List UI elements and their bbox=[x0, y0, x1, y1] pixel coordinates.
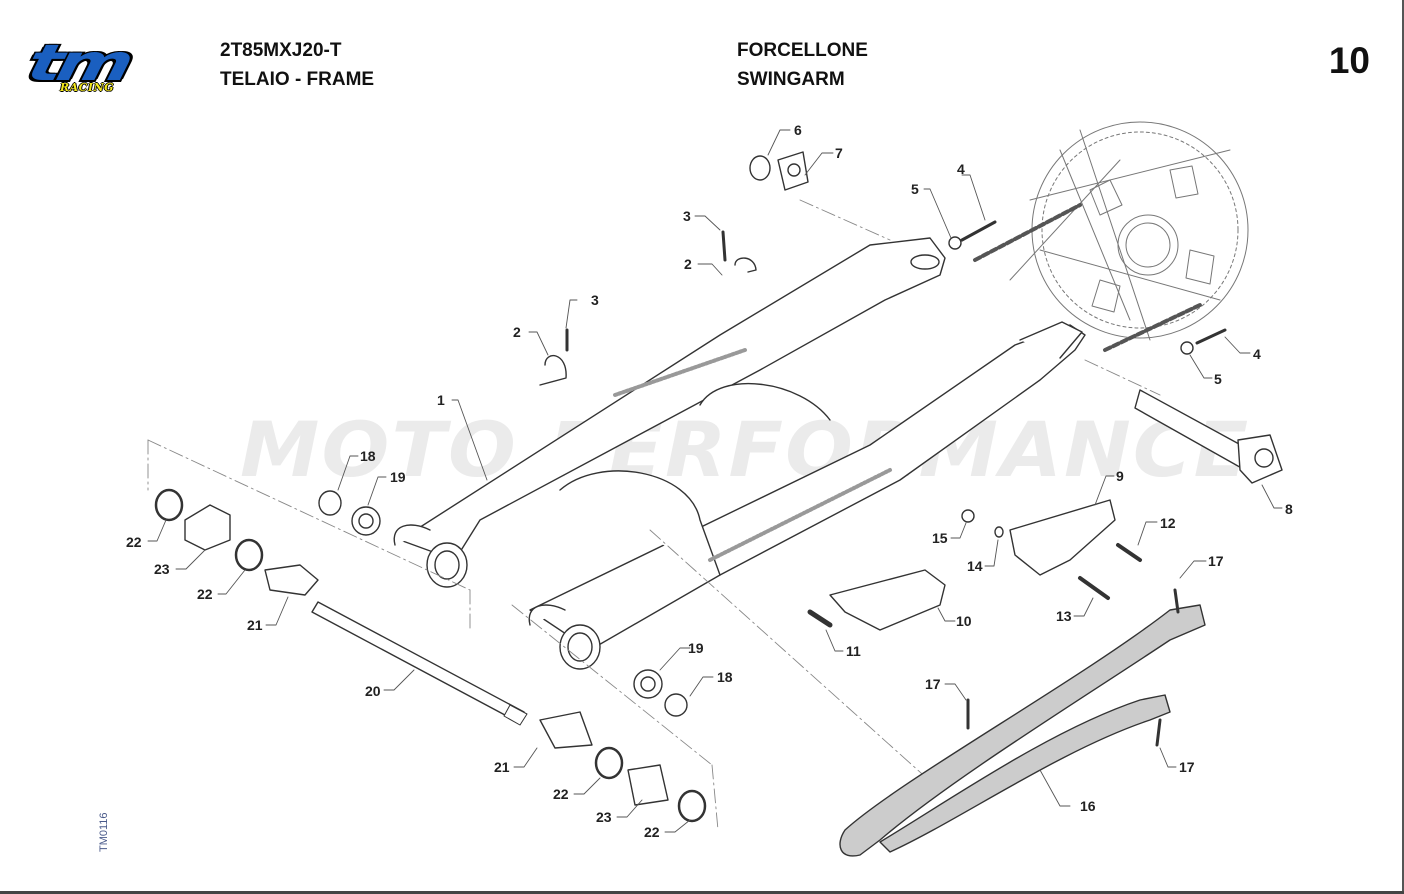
callout-22: 22 bbox=[197, 586, 213, 602]
pivot-shaft bbox=[311, 601, 528, 726]
logo-racing-text: RACING bbox=[60, 81, 115, 94]
callout-4: 4 bbox=[1253, 346, 1261, 362]
page-border-right bbox=[1402, 0, 1404, 894]
tm-racing-logo: tm RACING bbox=[23, 34, 156, 98]
callout-22: 22 bbox=[126, 534, 142, 550]
callout-18: 18 bbox=[360, 448, 376, 464]
callout-10: 10 bbox=[956, 613, 972, 629]
callout-11: 11 bbox=[846, 643, 861, 659]
callout-17: 17 bbox=[1179, 759, 1195, 775]
small-hardware bbox=[154, 151, 1227, 823]
callout-9: 9 bbox=[1116, 468, 1124, 484]
callout-7: 7 bbox=[835, 145, 843, 161]
swingarm bbox=[393, 237, 1086, 670]
callout-19: 19 bbox=[688, 640, 704, 656]
header-left: 2T85MXJ20-T TELAIO - FRAME bbox=[220, 36, 374, 94]
callout-1: 1 bbox=[437, 392, 445, 408]
callout-8: 8 bbox=[1285, 501, 1293, 517]
callout-20: 20 bbox=[365, 683, 381, 699]
assembly-lines bbox=[147, 199, 1161, 831]
callout-21: 21 bbox=[494, 759, 510, 775]
callout-4: 4 bbox=[957, 161, 965, 177]
page-number: 10 bbox=[1328, 40, 1370, 81]
callout-17: 17 bbox=[925, 676, 941, 692]
callout-23: 23 bbox=[596, 809, 612, 825]
callout-13: 13 bbox=[1056, 608, 1072, 624]
group-title: TELAIO - FRAME bbox=[220, 69, 375, 90]
callout-17: 17 bbox=[1208, 553, 1224, 569]
model-code: 2T85MXJ20-T bbox=[220, 40, 342, 61]
callout-3: 3 bbox=[683, 208, 691, 224]
rear-sprocket bbox=[1009, 121, 1249, 341]
callout-5: 5 bbox=[1214, 371, 1222, 387]
callout-22: 22 bbox=[553, 786, 569, 802]
section-title-it: FORCELLONE bbox=[737, 40, 868, 61]
callout-22: 22 bbox=[644, 824, 660, 840]
chain-slider bbox=[839, 588, 1206, 857]
callout-23: 23 bbox=[154, 561, 170, 577]
header-center: FORCELLONE SWINGARM bbox=[737, 36, 868, 94]
callout-18: 18 bbox=[717, 669, 733, 685]
callout-2: 2 bbox=[684, 256, 692, 272]
callout-12: 12 bbox=[1160, 515, 1176, 531]
callout-5: 5 bbox=[911, 181, 919, 197]
leader-lines bbox=[147, 129, 1283, 833]
callout-6: 6 bbox=[794, 122, 802, 138]
callout-15: 15 bbox=[932, 530, 948, 546]
drive-chain bbox=[973, 203, 1202, 352]
callout-19: 19 bbox=[390, 469, 406, 485]
callout-2: 2 bbox=[513, 324, 521, 340]
callout-21: 21 bbox=[247, 617, 263, 633]
watermark: MOTO PERFORMANCE bbox=[240, 405, 1251, 494]
section-title-en: SWINGARM bbox=[737, 69, 845, 90]
callout-3: 3 bbox=[591, 292, 599, 308]
page-border-bottom bbox=[0, 891, 1404, 894]
callout-16: 16 bbox=[1080, 798, 1096, 814]
callout-14: 14 bbox=[967, 558, 983, 574]
rear-axle bbox=[1134, 389, 1283, 484]
